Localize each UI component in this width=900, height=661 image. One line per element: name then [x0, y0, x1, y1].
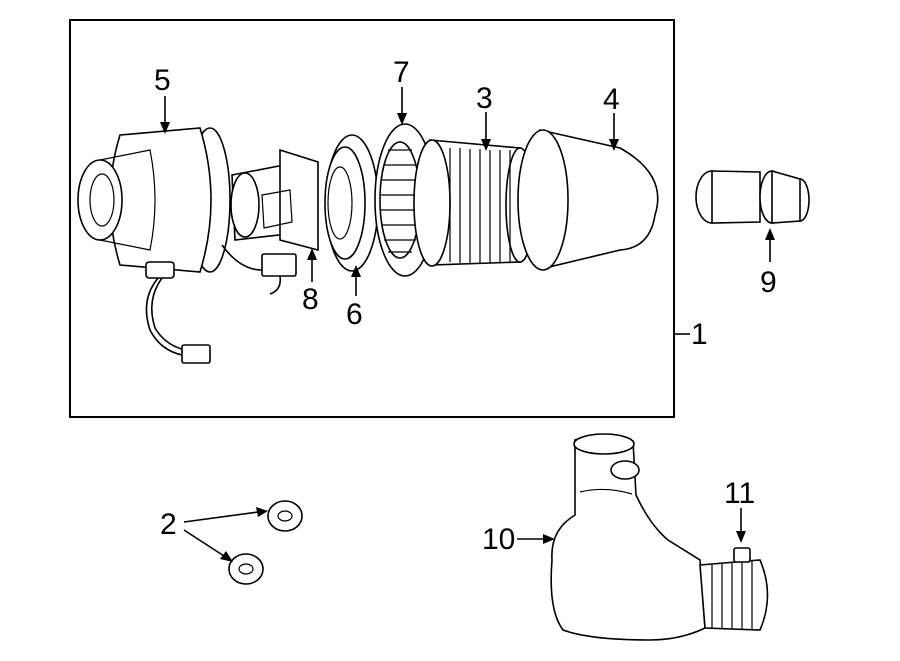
elbow-hose-icon — [550, 433, 769, 641]
clamp-tab-icon — [733, 547, 751, 563]
callout-1: 1 — [691, 318, 708, 351]
callout-labels: 5 7 3 4 8 6 9 1 2 10 11 — [154, 56, 777, 556]
fitting-icon — [695, 169, 810, 224]
callout-2: 2 — [160, 508, 177, 541]
rotor-icon — [413, 139, 535, 267]
wire-connector-icon — [145, 244, 297, 364]
callout-9: 9 — [760, 266, 777, 299]
callout-11: 11 — [724, 477, 755, 510]
callout-10: 10 — [482, 523, 515, 556]
callout-4: 4 — [603, 83, 620, 116]
leader-lines — [160, 87, 775, 562]
bracket-icon — [230, 148, 319, 252]
callout-7: 7 — [393, 56, 410, 89]
callout-8: 8 — [302, 283, 319, 316]
callout-5: 5 — [154, 64, 171, 97]
callout-6: 6 — [346, 298, 363, 331]
gasket-icon — [324, 134, 379, 272]
washer-icon — [228, 500, 303, 585]
motor-housing-icon — [77, 127, 231, 279]
end-cap-icon — [517, 128, 659, 271]
callout-3: 3 — [476, 82, 493, 115]
assembly-box — [69, 19, 675, 418]
